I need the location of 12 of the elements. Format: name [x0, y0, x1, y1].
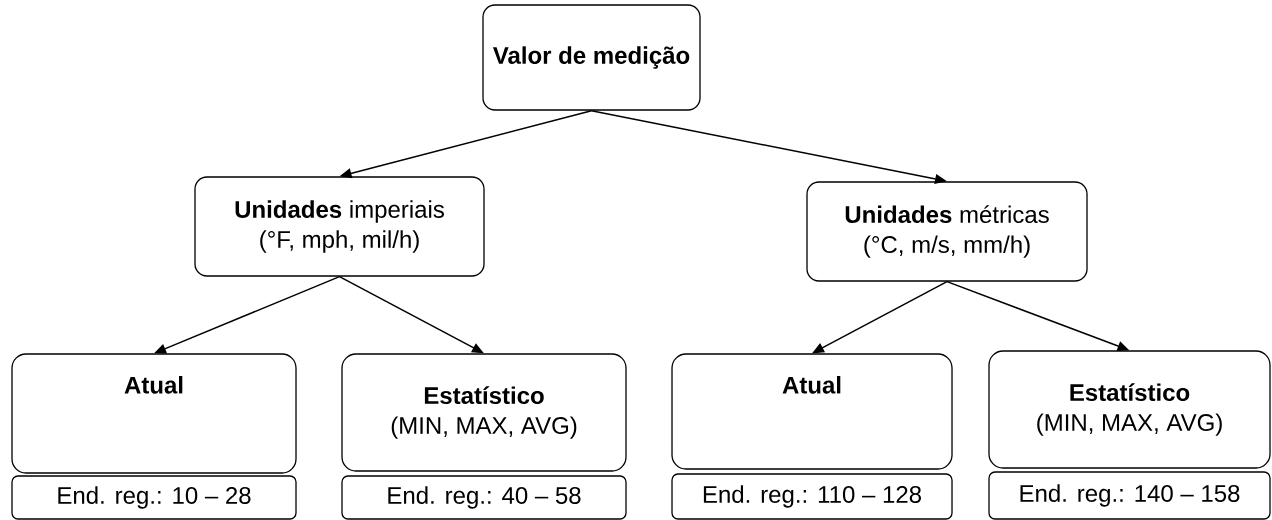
- root-box: Valor de medição: [482, 4, 701, 111]
- leaf-box: Estatístico (MIN, MAX, AVG): [988, 350, 1271, 469]
- category-box: Unidades imperiais (°F, mph, mil/h): [194, 176, 485, 277]
- leaf-box: Atual: [671, 353, 953, 470]
- register-box: End. reg.: 140 – 158: [988, 471, 1271, 520]
- category-box: Unidades métricas (°C, m/s, mm/h): [806, 181, 1088, 282]
- register-box: End. reg.: 110 – 128: [671, 473, 953, 520]
- register-box: End. reg.: 40 – 58: [341, 475, 627, 520]
- register-box: End. reg.: 10 – 28: [11, 475, 297, 520]
- arrow: [338, 275, 484, 354]
- leaf-box: Estatístico (MIN, MAX, AVG): [341, 353, 627, 472]
- leaf-box: Atual: [11, 353, 297, 474]
